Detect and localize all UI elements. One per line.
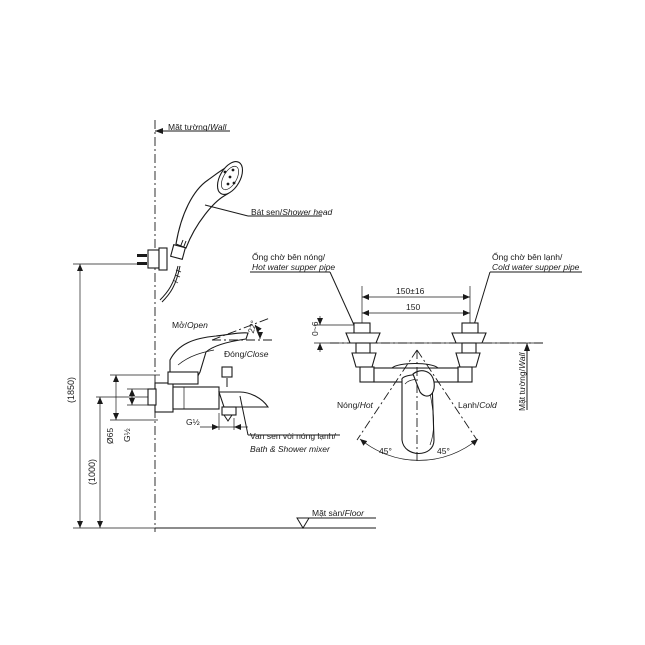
open-vi-text: Mở/ <box>172 320 188 330</box>
angle-45-left-text: 45° <box>379 446 392 456</box>
dim-d65-text: Ø65 <box>105 428 115 444</box>
dim-g12-h-text: G½ <box>186 417 200 427</box>
floor-label: Mặt sàn/Floor <box>155 508 376 529</box>
dimension-1000: (1000) <box>87 396 148 528</box>
svg-text:Mặt tường/Wall: Mặt tường/Wall <box>517 352 527 411</box>
wall-bracket <box>137 247 168 271</box>
lever-positions: 22° Mở/Open Đóng/Close <box>172 317 272 359</box>
svg-text:Mặt tường/Wall: Mặt tường/Wall <box>168 122 227 132</box>
side-elevation-view: Mặt tường/Wall Bát sen/Shower head <box>66 120 376 532</box>
mixer-en-text: Bath & Shower mixer <box>250 444 331 454</box>
wall-top-vi-text: Mặt tường/ <box>168 122 211 132</box>
hot-vi-text: Nóng/ <box>337 400 360 410</box>
dim-1000-text: (1000) <box>87 459 97 485</box>
svg-text:Nóng/Hot: Nóng/Hot <box>337 400 374 410</box>
dimension-0-6: 0~6 <box>310 316 540 352</box>
floor-vi-text: Mặt sàn/ <box>312 508 345 518</box>
cold-side-connector <box>451 322 487 383</box>
hot-pipe-en-text: Hot water supper pipe <box>252 262 335 272</box>
svg-text:Mặt sàn/Floor: Mặt sàn/Floor <box>312 508 365 518</box>
dimension-150-16: 150±16 <box>361 286 471 325</box>
cold-en-text: Cold <box>479 400 497 410</box>
wall-label-top: Mặt tường/Wall <box>155 122 230 134</box>
svg-text:Bát sen/Shower head: Bát sen/Shower head <box>251 207 333 217</box>
dimension-150: 150 <box>362 302 470 316</box>
cold-vi-text: Lạnh/ <box>458 400 480 410</box>
hot-pipe-vi-text: Ống chờ bên nóng/ <box>252 251 326 262</box>
dim-1850-text: (1850) <box>66 377 76 403</box>
dim-0-6-text: 0~6 <box>310 321 320 336</box>
rotation-arc: 45° 45° <box>356 349 479 463</box>
handle-front <box>401 370 435 454</box>
shower-head-vi-text: Bát sen/ <box>251 207 283 217</box>
angle-45-right-text: 45° <box>437 446 450 456</box>
svg-text:Đóng/Close: Đóng/Close <box>224 349 269 359</box>
close-vi-text: Đóng/ <box>224 349 247 359</box>
dimension-d65: Ø65 <box>105 374 160 444</box>
dim-150-16-text: 150±16 <box>396 286 425 296</box>
bath-shower-mixer <box>147 332 270 422</box>
floor-en-text: Floor <box>345 508 366 518</box>
cold-pipe-vi-text: Ống chờ bên lạnh/ <box>492 251 563 262</box>
wall-top-en-text: Wall <box>210 122 227 132</box>
dimension-g12-vertical: G½ <box>122 388 148 442</box>
dim-g12-v-text: G½ <box>122 428 132 442</box>
shower-head-label: Bát sen/Shower head <box>204 204 333 217</box>
shower-head <box>169 161 244 261</box>
shower-head-en-text: Shower head <box>282 207 332 217</box>
angle-22-text: 22° <box>246 319 259 334</box>
close-en-text: Close <box>247 349 269 359</box>
cold-pipe-label: Ống chờ bên lạnh/ Cold water supper pipe <box>473 251 582 326</box>
open-en-text: Open <box>187 320 208 330</box>
cold-pipe-en-text: Cold water supper pipe <box>492 262 580 272</box>
dimension-g12-horizontal: G½ <box>186 413 248 430</box>
wall-right-en-text: Wall <box>517 352 527 369</box>
hot-side-connector <box>345 322 381 383</box>
mixer-vi-text: Van sen vòi nóng lạnh/ <box>250 431 336 441</box>
hot-pipe-label: Ống chờ bên nóng/ Hot water supper pipe <box>250 251 355 326</box>
hot-en-text: Hot <box>360 400 374 410</box>
wall-right-vi-text: Mặt tường/ <box>517 368 527 411</box>
mixer-label: Van sen vòi nóng lạnh/ Bath & Shower mix… <box>239 395 340 454</box>
svg-text:Lạnh/Cold: Lạnh/Cold <box>458 400 497 410</box>
dimension-1850: (1850) <box>66 263 155 529</box>
front-view: Ống chờ bên nóng/ Hot water supper pipe … <box>250 251 582 463</box>
dim-150-text: 150 <box>406 302 420 312</box>
svg-text:Mở/Open: Mở/Open <box>172 320 208 330</box>
